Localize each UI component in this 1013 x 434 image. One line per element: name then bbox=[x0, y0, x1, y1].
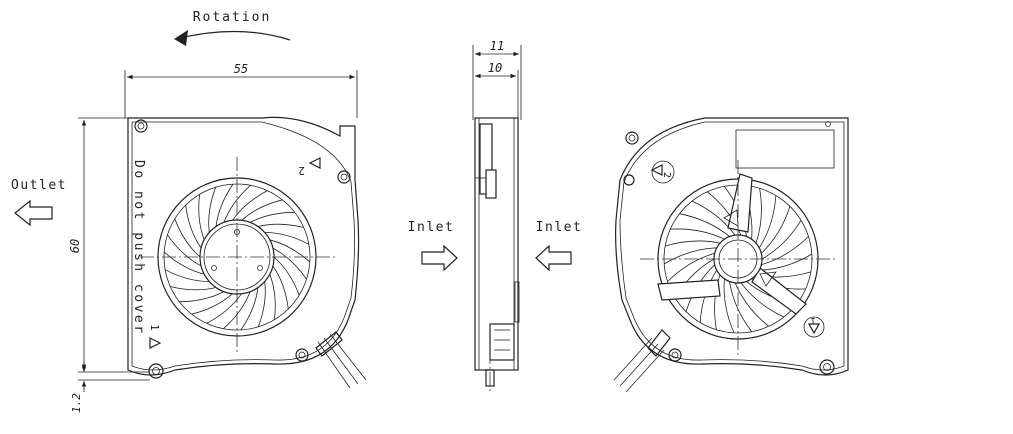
impeller-blade bbox=[759, 253, 813, 271]
impeller-blade bbox=[269, 274, 276, 320]
impeller-blade bbox=[163, 251, 205, 275]
impeller-blade bbox=[208, 187, 217, 233]
impeller-blade bbox=[755, 188, 762, 244]
impeller-blade bbox=[663, 247, 717, 265]
impeller-blade bbox=[232, 190, 268, 221]
impeller-blade bbox=[679, 213, 730, 237]
back-cable bbox=[613, 337, 665, 393]
rotation-label: Rotation bbox=[193, 10, 272, 25]
impeller-blade bbox=[206, 293, 242, 324]
back-marker-2-label: 2 bbox=[661, 172, 672, 178]
thickness-body-dimension: 10 bbox=[488, 61, 502, 75]
impeller-blade bbox=[240, 287, 259, 331]
impeller-blade bbox=[257, 281, 266, 327]
impeller-blade bbox=[185, 205, 202, 249]
impeller-blade bbox=[273, 256, 300, 296]
outlet-indicator: Outlet bbox=[11, 178, 67, 227]
impeller-blade bbox=[174, 218, 201, 258]
marker-1-label: 1 bbox=[148, 324, 161, 331]
impeller-blade bbox=[179, 291, 225, 303]
caution-text: Do not push cover bbox=[131, 160, 146, 336]
marker-2-label: 2 bbox=[298, 164, 305, 177]
inlet-side-label: Inlet bbox=[408, 220, 455, 235]
front-cable bbox=[317, 333, 367, 389]
impeller-blade bbox=[734, 282, 770, 327]
side-view: 11 10 Inlet Inlet bbox=[408, 39, 583, 392]
marker-2-icon bbox=[308, 157, 321, 169]
impeller-blade bbox=[170, 286, 217, 291]
rotation-arrow bbox=[179, 30, 291, 41]
back-view: 2 1 bbox=[613, 117, 849, 393]
front-blades bbox=[163, 183, 311, 331]
impeller-blade bbox=[670, 228, 725, 240]
impeller-blade bbox=[191, 293, 233, 315]
impeller-blade bbox=[223, 185, 251, 223]
impeller-blade bbox=[761, 236, 809, 266]
rotation-arrow-head bbox=[174, 30, 188, 46]
impeller-blade bbox=[758, 195, 777, 249]
inlet-back-label: Inlet bbox=[536, 220, 583, 235]
impeller-blade bbox=[223, 291, 251, 329]
impeller-blade bbox=[164, 269, 210, 282]
impeller-blade bbox=[729, 281, 753, 332]
back-strut-right bbox=[751, 267, 807, 315]
back-marker-1-label: 1 bbox=[811, 315, 816, 325]
outlet-arrow-icon bbox=[14, 199, 53, 227]
impeller-blade bbox=[723, 278, 735, 334]
impeller-blade bbox=[740, 282, 785, 318]
back-strut-top bbox=[727, 173, 753, 233]
width-dimension: 55 bbox=[234, 62, 248, 76]
back-marker-1-icon bbox=[807, 323, 821, 335]
impeller-blade bbox=[272, 247, 307, 280]
height-dimension: 60 bbox=[68, 239, 82, 253]
impeller-blade bbox=[198, 194, 205, 240]
impeller-blade bbox=[761, 206, 791, 254]
impeller-blade bbox=[167, 234, 202, 267]
side-body bbox=[474, 117, 519, 371]
impeller-blade bbox=[257, 223, 304, 228]
back-marker-2-icon bbox=[650, 164, 663, 176]
back-strut-left bbox=[657, 279, 721, 301]
impeller-blade bbox=[664, 240, 721, 247]
marker-1-icon bbox=[149, 337, 162, 349]
impeller-blade bbox=[714, 274, 721, 330]
impeller-blade bbox=[706, 191, 742, 236]
impeller-blade bbox=[667, 252, 715, 282]
offset-dimension: 1.2 bbox=[70, 393, 83, 413]
impeller-blade bbox=[691, 200, 736, 236]
front-view: Rotation 55 60 1.2 Do n bbox=[68, 10, 367, 413]
impeller-blade bbox=[241, 199, 283, 221]
impeller-blade bbox=[272, 265, 289, 309]
impeller-blade bbox=[215, 183, 234, 227]
impeller-blade bbox=[761, 220, 802, 260]
front-housing bbox=[127, 116, 360, 376]
thickness-total-dimension: 11 bbox=[490, 39, 504, 53]
impeller-blade bbox=[264, 232, 310, 245]
outlet-label: Outlet bbox=[11, 178, 67, 193]
inlet-side-arrow-icon bbox=[421, 244, 458, 272]
impeller-blade bbox=[249, 211, 295, 223]
inlet-back-arrow-icon bbox=[535, 244, 572, 272]
back-housing bbox=[615, 117, 849, 376]
impeller-blade bbox=[269, 239, 311, 263]
